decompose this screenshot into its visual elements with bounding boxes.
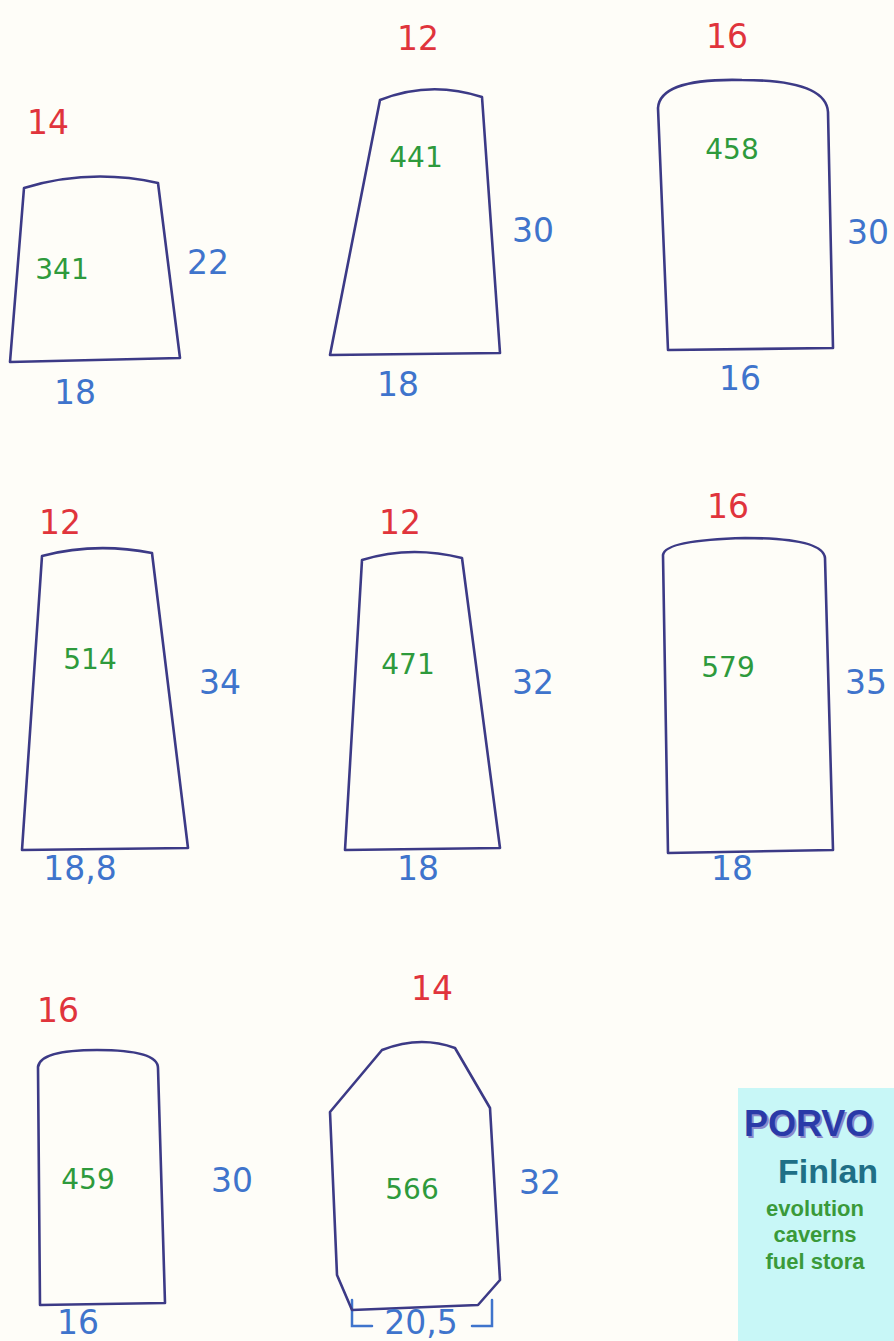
width-dimension: 12 [379, 506, 421, 539]
dimension-number: 35 [845, 666, 887, 699]
width-dimension: 16 [706, 20, 748, 53]
cavern-outline [652, 72, 838, 356]
cavern-section: 458 [652, 72, 838, 356]
cavern-section: 514 [16, 536, 194, 856]
cavern-outline [324, 76, 506, 360]
dimension-number: 30 [211, 1164, 253, 1197]
volume-number: 566 [385, 1176, 438, 1204]
cavern-outline-path [38, 1050, 165, 1305]
cavern-outline-path [330, 89, 500, 355]
cavern-outline-path [22, 548, 188, 850]
cavern-outline [4, 162, 188, 368]
subtitle-text: evolution caverns fuel stora [756, 1196, 874, 1275]
dimension-number: 16 [57, 1306, 99, 1339]
dimension-number: 18 [54, 376, 96, 409]
cavern-outline [326, 1032, 506, 1316]
width-dimension: 16 [37, 994, 79, 1027]
width-dimension: 12 [39, 506, 81, 539]
dimension-number: 22 [187, 246, 229, 279]
width-dimension: 14 [411, 972, 453, 1005]
subtitle-text: Finlan [778, 1151, 894, 1192]
width-dimension: 12 [397, 22, 439, 55]
volume-number: 579 [701, 654, 754, 682]
cavern-section: 471 [340, 538, 506, 856]
volume-number: 471 [381, 651, 434, 679]
cavern-section: 441 [324, 76, 506, 360]
volume-number: 341 [35, 256, 88, 284]
cavern-outline-path [658, 80, 833, 350]
volume-number: 514 [63, 646, 116, 674]
dimension-number: 18 [377, 368, 419, 401]
title-panel: PORVO Finlanevolution caverns fuel stora [738, 1088, 894, 1341]
cavern-outline-path [10, 177, 180, 362]
volume-number: 441 [389, 144, 442, 172]
cavern-section: 579 [658, 532, 838, 858]
cavern-outline-path [330, 1042, 500, 1310]
dimension-number: 16 [719, 362, 761, 395]
volume-number: 459 [61, 1166, 114, 1194]
dimension-number: 18 [711, 852, 753, 885]
title-text: PORVO [744, 1102, 894, 1145]
dimension-number: 32 [519, 1166, 561, 1199]
dimension-number: 18,8 [43, 852, 116, 885]
cavern-section: 566 [326, 1032, 506, 1316]
cavern-section: 459 [34, 1044, 170, 1310]
cavern-section: 341 [4, 162, 188, 368]
dimension-number: 32 [512, 666, 554, 699]
dimension-number: 34 [199, 666, 241, 699]
dimension-number: 30 [847, 216, 889, 249]
dimension-number: 18 [397, 852, 439, 885]
cavern-outline-path [345, 552, 500, 850]
cavern-outline [340, 538, 506, 856]
volume-number: 458 [705, 136, 758, 164]
width-dimension: 14 [27, 106, 69, 139]
cavern-outline [16, 536, 194, 856]
cavern-outline [658, 532, 838, 858]
dimension-number: 30 [512, 214, 554, 247]
width-dimension: 16 [707, 490, 749, 523]
dimension-number: 20,5 [384, 1306, 457, 1339]
cavern-outline-path [663, 538, 833, 853]
